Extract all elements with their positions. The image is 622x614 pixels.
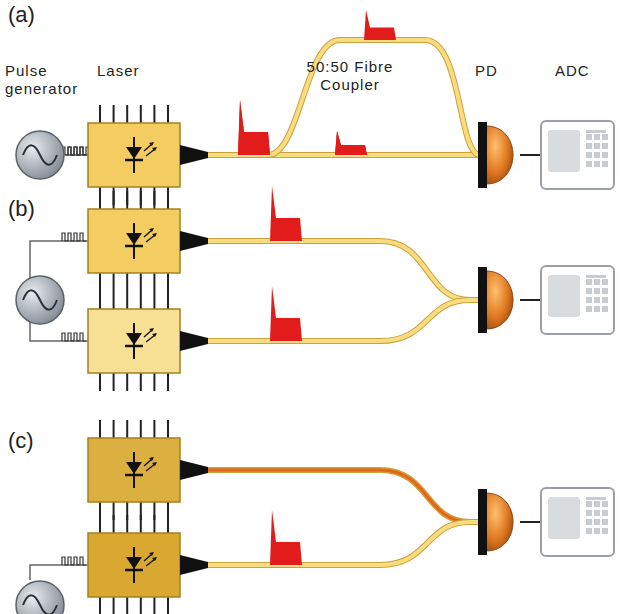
adc-instrument-shape xyxy=(540,120,615,190)
signal-cable xyxy=(520,155,540,156)
photodiode-shape xyxy=(478,122,520,188)
component-label: Pulse generator xyxy=(5,62,100,98)
panel-letter: (a) xyxy=(8,6,58,24)
pulse-generator-shape xyxy=(15,130,65,180)
panel-letter: (c) xyxy=(8,432,58,450)
laser-module-shape xyxy=(88,123,180,187)
component-label: Laser xyxy=(97,62,177,80)
component-label: PD xyxy=(475,62,515,80)
optical-fibre xyxy=(180,155,478,156)
coupler-label: 50:50 Fibre Coupler xyxy=(282,58,418,94)
photodiode: PD xyxy=(478,122,520,188)
panel-letter: (b) xyxy=(8,200,58,218)
laser-module: Laser xyxy=(88,123,180,187)
pulse-generator: Pulse generator xyxy=(15,130,65,180)
component-label: ADC xyxy=(555,62,605,80)
adc-instrument: ADC xyxy=(540,120,615,190)
